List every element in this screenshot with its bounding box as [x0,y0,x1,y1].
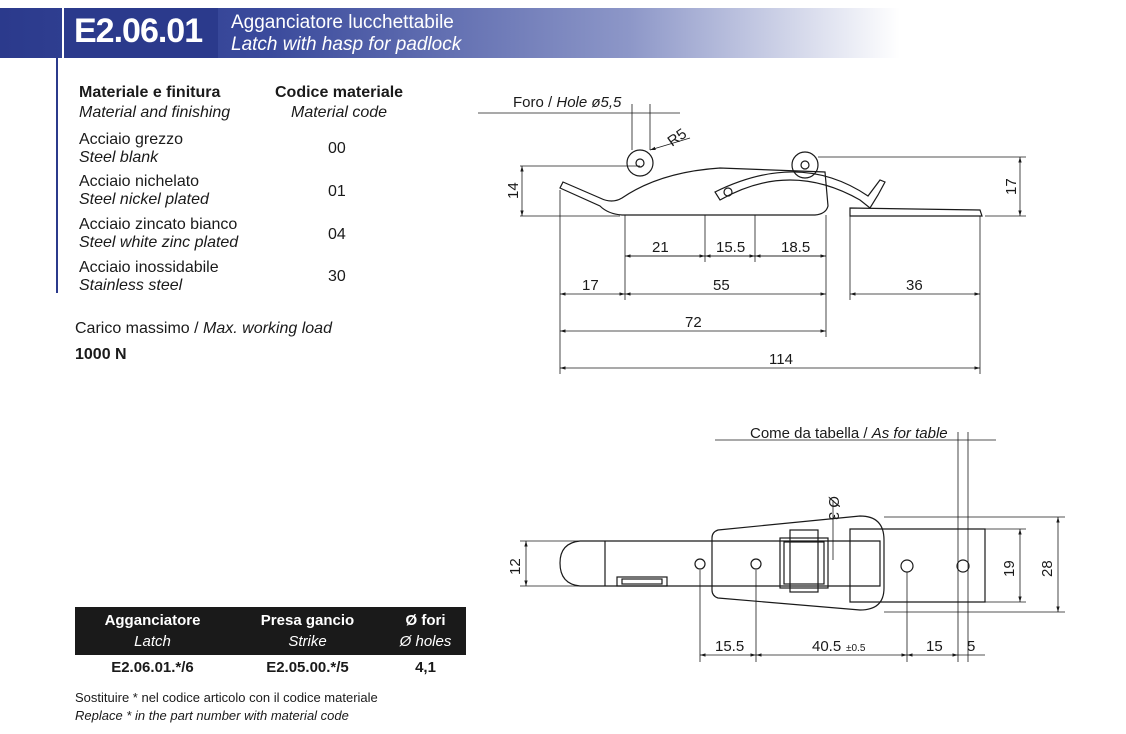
material-row-it: Acciaio zincato bianco [79,216,238,233]
dim-14: 14 [505,182,522,199]
materials-col2-it: Codice materiale [275,84,404,101]
load-label-it: Carico massimo / [75,320,204,337]
dim-28: 28 [1039,560,1056,577]
dia-3: Ø 3 [825,496,842,520]
header-latch-en: Latch [134,633,171,650]
dim-36: 36 [906,277,923,294]
header-latch-it: Agganciatore [104,612,201,629]
material-row-en: Steel white zinc plated [79,234,239,251]
tolerance: ±0.5 [846,643,866,654]
material-row-code: 30 [328,268,346,285]
material-row-it: Acciaio inossidabile [79,259,219,276]
dim-15-5-top: 15.5 [716,239,745,256]
material-row-en: Stainless steel [79,277,183,294]
load-label-en: Max. working load [203,320,332,337]
dim-18-5: 18.5 [781,239,810,256]
dim-55: 55 [713,277,730,294]
dim-114: 114 [769,351,793,368]
variants-table: Agganciatore Latch Presa gancio Strike Ø… [75,607,466,679]
cell-strike: E2.05.00.*/5 [266,659,349,676]
load-value: 1000 N [75,346,127,363]
dim-15-5-bottom: 15.5 [715,638,744,655]
materials-col1-en: Material and finishing [79,104,231,121]
materials-col1-it: Materiale e finitura [79,84,221,101]
material-row-code: 00 [328,140,346,157]
dim-17-height: 17 [1003,178,1020,195]
material-row-en: Steel blank [79,149,159,166]
screw-hole [900,559,914,573]
radius-label: R5 [665,125,690,150]
header-holes-en: Ø holes [399,633,452,650]
header-strike-it: Presa gancio [260,612,355,629]
screw-hole [750,558,762,570]
screw-hole [694,558,706,570]
material-row-code: 04 [328,226,346,243]
table-header: Agganciatore Latch Presa gancio Strike Ø… [75,607,466,655]
table-row: E2.06.01.*/6 E2.05.00.*/5 4,1 [75,655,466,679]
strike-plate-side [849,207,983,217]
material-row-it: Acciaio grezzo [79,131,184,148]
lever-grip [779,537,829,589]
hinge-eye-left [626,149,654,177]
slot [616,576,668,587]
dim-17: 17 [582,277,599,294]
lever-arc [714,171,886,209]
cell-holes: 4,1 [415,659,436,676]
header-holes-it: Ø fori [405,612,446,629]
note-en: Replace * in the part number with materi… [75,708,349,723]
dim-12: 12 [507,558,524,575]
material-row-code: 01 [328,183,346,200]
strike-plate-top [849,528,986,603]
title-english: Latch with hasp for padlock [231,34,462,55]
dim-19: 19 [1001,560,1018,577]
header-strike-en: Strike [288,633,327,650]
dim-15: 15 [926,638,943,655]
code-box [62,8,218,58]
materials-col2-en: Material code [291,104,388,121]
as-table-label: Come da tabella / As for table [750,425,948,442]
dim-40-5: 40.5 [812,638,841,655]
material-row-en: Steel nickel plated [79,191,209,208]
load-label: Carico massimo / Max. working load [75,320,332,338]
cell-latch: E2.06.01.*/6 [111,659,194,676]
dim-72: 72 [685,314,702,331]
hole-label: Foro / Hole ø5,5 [513,94,622,111]
product-code: E2.06.01 [74,12,203,50]
latch-body-top [559,540,881,587]
material-row-it: Acciaio nichelato [79,173,200,190]
title-italian: Agganciatore lucchettabile [231,12,454,33]
screw-hole [956,559,970,573]
hasp-frame [711,515,885,611]
dim-5: 5 [967,638,975,655]
side-rule [56,58,58,293]
note-it: Sostituire * nel codice articolo con il … [75,690,378,705]
hinge-eye-right [791,151,819,179]
dim-21: 21 [652,239,669,256]
latch-body-side [559,167,829,216]
